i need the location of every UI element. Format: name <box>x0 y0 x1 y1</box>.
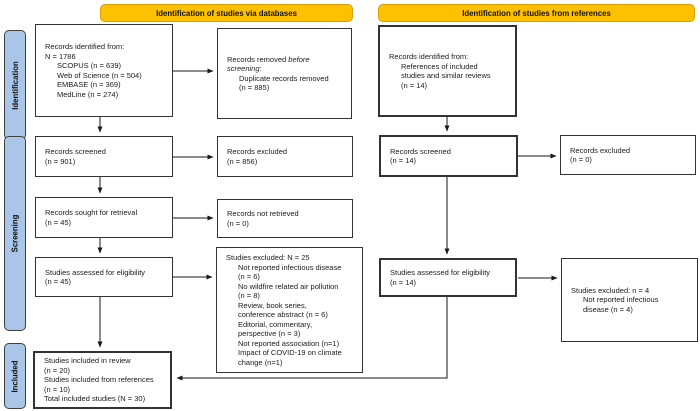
text-line: Studies included in review <box>44 356 131 366</box>
text-line: Records screened <box>390 146 451 156</box>
text-line: (n = 10) <box>44 384 71 394</box>
stage-screening: Screening <box>4 136 26 331</box>
text-line: MedLine (n = 274) <box>57 89 119 99</box>
box-records-sought-retrieval: Records sought for retrieval(n = 45) <box>35 197 173 238</box>
text-line: (n = 0) <box>570 155 592 164</box>
text-line: Not reported association (n=1) <box>238 338 340 348</box>
stage-included: Included <box>4 343 26 409</box>
text-line: perspective (n = 3) <box>238 329 301 338</box>
box-records-screened-databases: Records screened(n = 901) <box>35 136 173 177</box>
removed-italic: before screening <box>227 54 310 74</box>
text-line: Web of Science (n = 504) <box>57 70 142 80</box>
header-databases-label: Identification of studies via databases <box>156 8 297 18</box>
text-line: (n = 45) <box>45 277 72 286</box>
text-line: (n = 45) <box>45 217 72 227</box>
text-line: (n = 6) <box>238 272 260 281</box>
text-line: (n = 885) <box>239 83 270 92</box>
stage-identification: Identification <box>4 30 26 140</box>
text-line: (n = 14) <box>390 156 417 165</box>
text-line: EMBASE (n = 369) <box>57 80 121 89</box>
text-line: Records sought for retrieval <box>45 208 138 217</box>
box-records-screened-references: Records screened(n = 14) <box>379 135 518 177</box>
arrow-ref-eligibility-to-included <box>176 297 448 381</box>
text-line: Total included studies (N = 30) <box>44 394 146 404</box>
text-line: Records excluded <box>570 145 631 155</box>
text-line: (n = 14) <box>390 277 417 287</box>
text-line: N = 1786 <box>45 51 76 61</box>
stage-identification-label: Identification <box>10 60 20 110</box>
text-line: (n = 8) <box>238 291 260 300</box>
stage-included-label: Included <box>10 359 20 393</box>
text-line: Records excluded <box>227 147 288 156</box>
header-references: Identification of studies from reference… <box>378 4 695 22</box>
header-references-label: Identification of studies from reference… <box>462 8 611 18</box>
text-line: Studies excluded: n = 4 <box>571 285 650 295</box>
text-line: Records removed before screening: <box>227 55 346 74</box>
text-line: Not reported infectious disease <box>238 262 342 272</box>
text-line: (n = 20) <box>44 365 71 375</box>
text-line: (n = 0) <box>227 218 249 228</box>
text-line: (n = 901) <box>45 156 76 166</box>
header-databases: Identification of studies via databases <box>100 4 353 22</box>
text-line: No wildfire related air pollution <box>238 281 339 291</box>
box-studies-included: Studies included in review(n = 20)Studie… <box>33 351 172 409</box>
box-studies-assessed-references: Studies assessed for eligibility(n = 14) <box>379 258 517 297</box>
text-line: Impact of COVID-19 on climate <box>238 348 342 357</box>
text-line: Review, book series, <box>238 300 307 310</box>
box-records-excluded-databases: Records excluded(n = 856) <box>217 136 353 177</box>
box-records-not-retrieved: Records not retrieved(n = 0) <box>217 199 353 238</box>
text-line: References of included <box>401 61 478 71</box>
text-line: (n = 856) <box>227 156 258 166</box>
text-line: Not reported infectious <box>583 295 659 305</box>
text-line: change (n=1) <box>238 357 283 367</box>
text-line: Records identified from: <box>389 52 469 61</box>
box-records-excluded-references: Records excluded(n = 0) <box>560 135 696 175</box>
text-line: Editorial, commentary, <box>238 319 313 329</box>
text-line: Studies excluded: N = 25 <box>226 253 310 262</box>
removed-suffix: : <box>259 64 262 73</box>
text-line: Studies assessed for eligibility <box>45 267 146 277</box>
text-line: conference abstract (n = 6) <box>238 310 328 319</box>
text-line: Studies assessed for eligibility <box>390 268 491 277</box>
box-records-removed: Records removed before screening: Duplic… <box>217 28 352 119</box>
text-line: Duplicate records removed <box>239 73 329 83</box>
text-line: Records screened <box>45 147 106 156</box>
text-line: Records identified from: <box>45 42 125 51</box>
text-line: Records not retrieved <box>227 209 299 218</box>
removed-prefix: Records removed <box>227 54 289 64</box>
box-studies-assessed-databases: Studies assessed for eligibility(n = 45) <box>35 257 173 297</box>
box-records-identified-references: Records identified from:References of in… <box>378 25 517 117</box>
text-line: disease (n = 4) <box>583 304 633 314</box>
text-line: SCOPUS (n = 639) <box>57 61 121 70</box>
box-records-removed-detail: Duplicate records removed(n = 885) <box>227 74 346 93</box>
text-line: Studies included from references <box>44 375 154 385</box>
text-line: studies and similar reviews <box>401 71 491 80</box>
stage-screening-label: Screening <box>10 214 20 253</box>
text-line: (n = 14) <box>401 80 428 90</box>
